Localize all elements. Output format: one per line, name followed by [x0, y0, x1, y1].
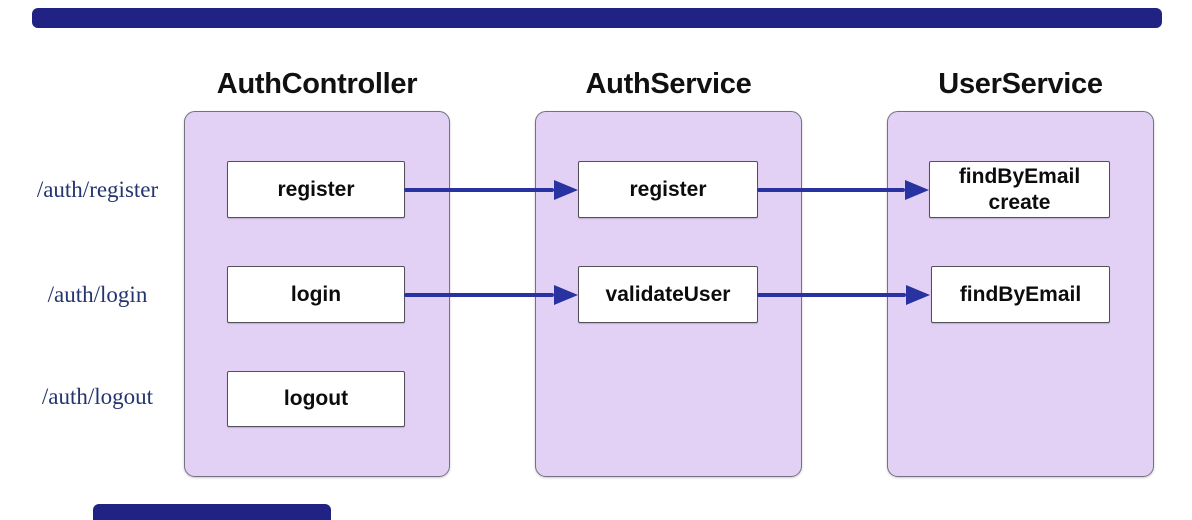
node-authcontroller-logout: logout: [227, 371, 405, 427]
node-label: register: [629, 177, 707, 201]
node-userservice-findbyemail-create: findByEmail create: [929, 161, 1110, 218]
node-label: register: [277, 177, 355, 201]
arrow-register-to-register: [404, 179, 578, 201]
node-label: findByEmail create: [958, 165, 1081, 214]
arrow-login-to-validateuser: [404, 284, 578, 306]
node-authservice-validateuser: validateUser: [578, 266, 758, 323]
route-label-auth-register: /auth/register: [36, 177, 159, 202]
column-title-userservice: UserService: [938, 68, 1103, 100]
node-label: validateUser: [605, 282, 731, 306]
arrow-shaft: [404, 292, 554, 298]
arrow-shaft: [404, 187, 554, 193]
node-label: login: [290, 282, 342, 306]
arrow-head-icon: [554, 285, 578, 305]
arrow-head-icon: [906, 285, 930, 305]
column-title-authcontroller: AuthController: [216, 68, 418, 100]
route-label-auth-logout: /auth/logout: [41, 384, 154, 409]
arrow-shaft: [757, 292, 906, 298]
arrow-head-icon: [905, 180, 929, 200]
node-label: findByEmail: [959, 282, 1082, 306]
node-authservice-register: register: [578, 161, 758, 218]
bottom-bar-fragment: [93, 504, 331, 520]
route-label-auth-login: /auth/login: [47, 282, 148, 307]
arrow-validateuser-to-findbyemail: [757, 284, 930, 306]
top-bar: [32, 8, 1162, 28]
arrow-shaft: [757, 187, 905, 193]
arrow-register-to-findbyemail-create: [757, 179, 929, 201]
arrow-head-icon: [554, 180, 578, 200]
node-authcontroller-register: register: [227, 161, 405, 218]
node-label: logout: [283, 387, 349, 411]
column-title-authservice: AuthService: [585, 68, 752, 100]
node-userservice-findbyemail: findByEmail: [931, 266, 1110, 323]
node-authcontroller-login: login: [227, 266, 405, 323]
